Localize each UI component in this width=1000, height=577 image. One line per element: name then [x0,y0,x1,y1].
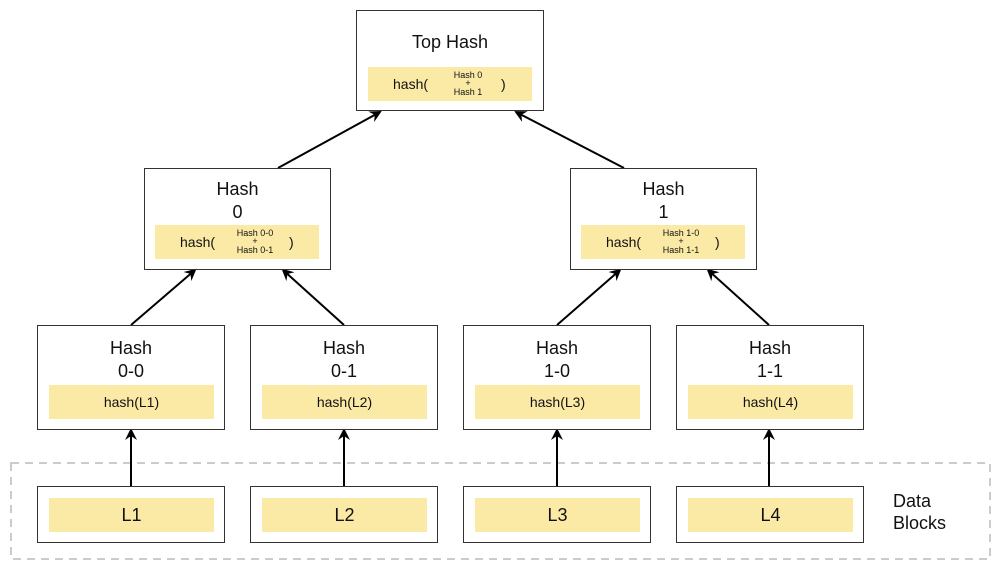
top-hash-fn: hash( [393,76,429,92]
data-block-l4: L4 [676,486,864,543]
hash-0-arg1: Hash 0-0 [236,228,274,238]
hash-1-plus: + [678,236,684,246]
hash-1-1-value: hash(L4) [742,394,799,410]
hash-1-1-formula: hash(L4) [688,385,853,419]
hash-1-fn: hash( [606,234,642,250]
edge-hash01-to-hash0 [281,268,345,326]
top-hash-title: Top Hash [411,32,489,52]
edge-hash1-to-top [514,111,625,169]
hash-0-1-subtitle: 0-1 [330,361,357,381]
top-hash-formula: hash( Hash 0 + Hash 1 ) [368,67,532,101]
hash-0-0-value: hash(L1) [103,394,160,410]
data-blocks-label-line1: Data [893,491,932,511]
hash-0-1-value: hash(L2) [316,394,373,410]
hash-1-0-value: hash(L3) [529,394,586,410]
hash-1-1-subtitle: 1-1 [756,361,783,381]
top-hash-arg2: Hash 1 [453,87,483,97]
hash-1-0-formula: hash(L3) [475,385,640,419]
hash-1-1-node: Hash 1-1 hash(L4) [676,325,864,430]
hash-0-0-formula: hash(L1) [49,385,214,419]
top-hash-args: Hash 0 + Hash 1 [448,70,488,97]
data-block-l4-label: L4 [760,505,781,525]
hash-0-subtitle: 0 [232,202,243,222]
top-hash-plus: + [465,78,471,88]
hash-1-0-subtitle: 1-0 [543,361,570,381]
hash-0-1-node: Hash 0-1 hash(L2) [250,325,438,430]
hash-1-arg2: Hash 1-1 [662,245,700,255]
top-hash-node: Top Hash hash( Hash 0 + Hash 1 ) [356,10,544,111]
edge-hash11-to-hash1 [706,268,770,326]
data-blocks-label-line2: Blocks [893,513,947,533]
data-blocks-label: Data Blocks [893,490,946,534]
hash-1-node: Hash 1 hash( Hash 1-0 + Hash 1-1 ) [570,168,757,270]
data-block-l2-label: L2 [334,505,355,525]
data-block-l4-fill: L4 [688,498,853,532]
data-block-l1-fill: L1 [49,498,214,532]
hash-1-args: Hash 1-0 + Hash 1-1 [659,228,703,255]
hash-1-title: Hash [642,179,685,199]
hash-1-formula: hash( Hash 1-0 + Hash 1-1 ) [581,225,745,259]
data-block-l3-fill: L3 [475,498,640,532]
hash-0-fn: hash( [180,234,216,250]
hash-0-1-title: Hash [322,338,366,358]
data-block-l2-fill: L2 [262,498,427,532]
hash-1-close: ) [715,234,720,250]
data-block-l3-label: L3 [547,505,568,525]
data-block-l3: L3 [463,486,651,543]
edge-hash0-to-top [277,111,382,169]
hash-0-arg2: Hash 0-1 [236,245,274,255]
hash-0-formula: hash( Hash 0-0 + Hash 0-1 ) [155,225,319,259]
hash-1-subtitle: 1 [658,202,669,222]
top-hash-arg1: Hash 0 [453,70,483,80]
hash-0-0-title: Hash [109,338,153,358]
hash-1-arg1: Hash 1-0 [662,228,700,238]
data-block-l1: L1 [37,486,225,543]
edge-hash00-to-hash0 [130,268,197,326]
hash-0-title: Hash [216,179,259,199]
data-blocks-container [10,462,991,560]
hash-1-0-title: Hash [535,338,579,358]
hash-1-1-title: Hash [748,338,792,358]
top-hash-close: ) [501,76,506,92]
hash-1-0-node: Hash 1-0 hash(L3) [463,325,651,430]
hash-0-plus: + [252,236,258,246]
data-block-l2: L2 [250,486,438,543]
hash-0-1-formula: hash(L2) [262,385,427,419]
data-block-l1-label: L1 [121,505,142,525]
edge-hash10-to-hash1 [556,268,622,326]
hash-0-0-subtitle: 0-0 [117,361,144,381]
hash-0-node: Hash 0 hash( Hash 0-0 + Hash 0-1 ) [144,168,331,270]
hash-0-0-node: Hash 0-0 hash(L1) [37,325,225,430]
hash-0-args: Hash 0-0 + Hash 0-1 [233,228,277,255]
hash-0-close: ) [289,234,294,250]
